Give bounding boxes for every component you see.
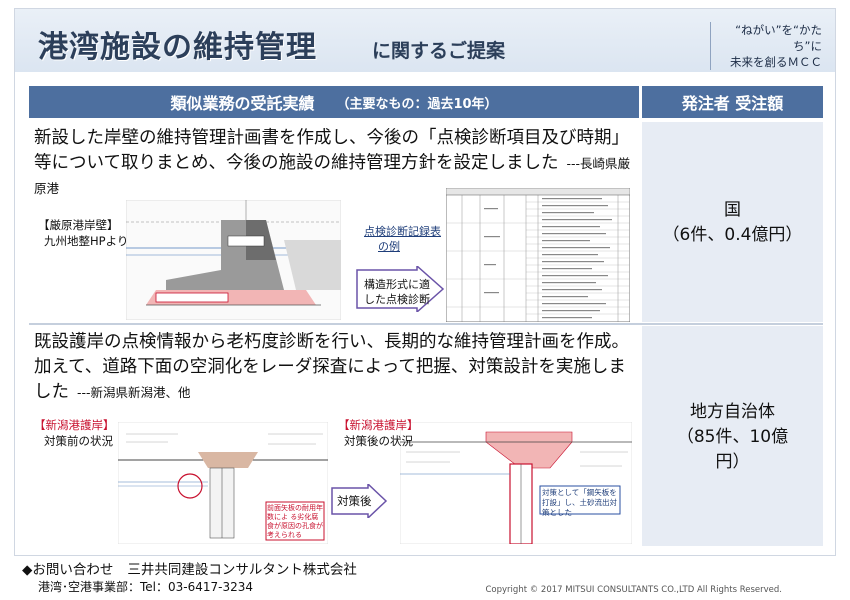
row-1-client: 国 （6件、0.4億円） — [642, 198, 823, 248]
row-2-source: ---新潟県新潟港、他 — [77, 385, 191, 400]
slide-frame — [14, 8, 836, 556]
department-phone: 港湾･空港事業部：Tel：03-6417-3234 — [38, 580, 254, 594]
quay-image-label: 【厳原港岸壁】 — [38, 218, 119, 232]
contact-label: ◆お問い合わせ — [22, 562, 114, 578]
revetment-after-diagram — [400, 422, 632, 544]
revetment-before-diagram — [118, 422, 328, 544]
page-subtitle: に関するご提案 — [372, 40, 506, 62]
row-1-description: 新設した岸壁の維持管理計画書を作成し、今後の「点検診断項目及び時期」等について取… — [34, 126, 634, 201]
row-1-client-cell — [642, 122, 823, 322]
page-title: 港湾施設の維持管理 — [38, 30, 317, 65]
after-arrow-label: 対策後 — [337, 494, 372, 508]
before-cause-note: 前面矢板の耐用年数によ る劣化腐食が原因の孔食が考えられる — [267, 504, 323, 539]
title-band — [14, 8, 836, 72]
inspection-record-callout-line-1: 点検診断記録表 — [364, 225, 441, 238]
column-header-achievements: 類似業務の受託実績 （主要なもの：過去10年） — [29, 86, 639, 118]
after-image-label: 【新潟港護岸】 — [338, 418, 419, 432]
row-2-client: 地方自治体 （85件、10億 円） — [642, 400, 823, 475]
row-1-description-text: 新設した岸壁の維持管理計画書を作成し、今後の「点検診断項目及び時期」等について取… — [34, 128, 629, 173]
before-image-caption: 対策前の状況 — [44, 434, 113, 448]
row-1-client-name: 国 — [724, 200, 741, 220]
inspection-record-callout: 点検診断記録表 の例 — [364, 224, 441, 254]
row-2-client-amount: （85件、10億 — [676, 427, 789, 447]
slogan-line-1: “ねがい”を“かたち”に — [735, 23, 822, 53]
after-countermeasure-note: 対策として「鋼矢板を打設」し、土砂流出対策とした — [542, 488, 617, 517]
structure-inspection-callout: 構造形式に適 した点検診断 — [364, 277, 430, 307]
contact-line: ◆お問い合わせ三井共同建設コンサルタント株式会社 — [22, 558, 357, 578]
inspection-record-callout-line-2: の例 — [378, 240, 400, 253]
inspection-record-table-thumbnail — [446, 188, 630, 322]
before-image-label: 【新潟港護岸】 — [34, 418, 115, 432]
structure-inspection-callout-line-2: した点検診断 — [364, 293, 430, 306]
copyright-notice: Copyright © 2017 MITSUI CONSULTANTS CO.,… — [485, 585, 783, 595]
column-header-title: 類似業務の受託実績 — [170, 94, 315, 113]
company-name: 三井共同建設コンサルタント株式会社 — [127, 562, 357, 578]
column-header-client: 発注者 受注額 — [642, 86, 823, 118]
row-2-description: 既設護岸の点検情報から老朽度診断を行い、長期的な維持管理計画を作成。加えて、道路… — [34, 330, 634, 405]
column-header-note: （主要なもの：過去10年） — [336, 96, 498, 112]
after-image-caption: 対策後の状況 — [344, 434, 413, 448]
row-1-source: ---長崎県厳原港 — [34, 156, 631, 196]
structure-inspection-callout-line-1: 構造形式に適 — [364, 278, 430, 291]
quay-image-credit: 九州地整HPより — [44, 234, 129, 248]
row-2-client-amount-unit: 円） — [715, 452, 750, 472]
arrow-right-icon — [356, 266, 445, 312]
row-divider — [29, 323, 823, 325]
row-2-client-cell — [642, 326, 823, 546]
row-1-client-amount: （6件、0.4億円） — [662, 225, 803, 245]
slogan-line-2: 未来を創るＭＣＣ — [730, 55, 822, 69]
arrow-right-icon — [331, 484, 388, 518]
row-2-description-text: 既設護岸の点検情報から老朽度診断を行い、長期的な維持管理計画を作成。加えて、道路… — [34, 332, 629, 402]
company-slogan: “ねがい”を“かたち”に 未来を創るＭＣＣ — [710, 22, 822, 70]
quay-cross-section-diagram — [126, 200, 341, 320]
row-2-client-name: 地方自治体 — [690, 402, 775, 422]
